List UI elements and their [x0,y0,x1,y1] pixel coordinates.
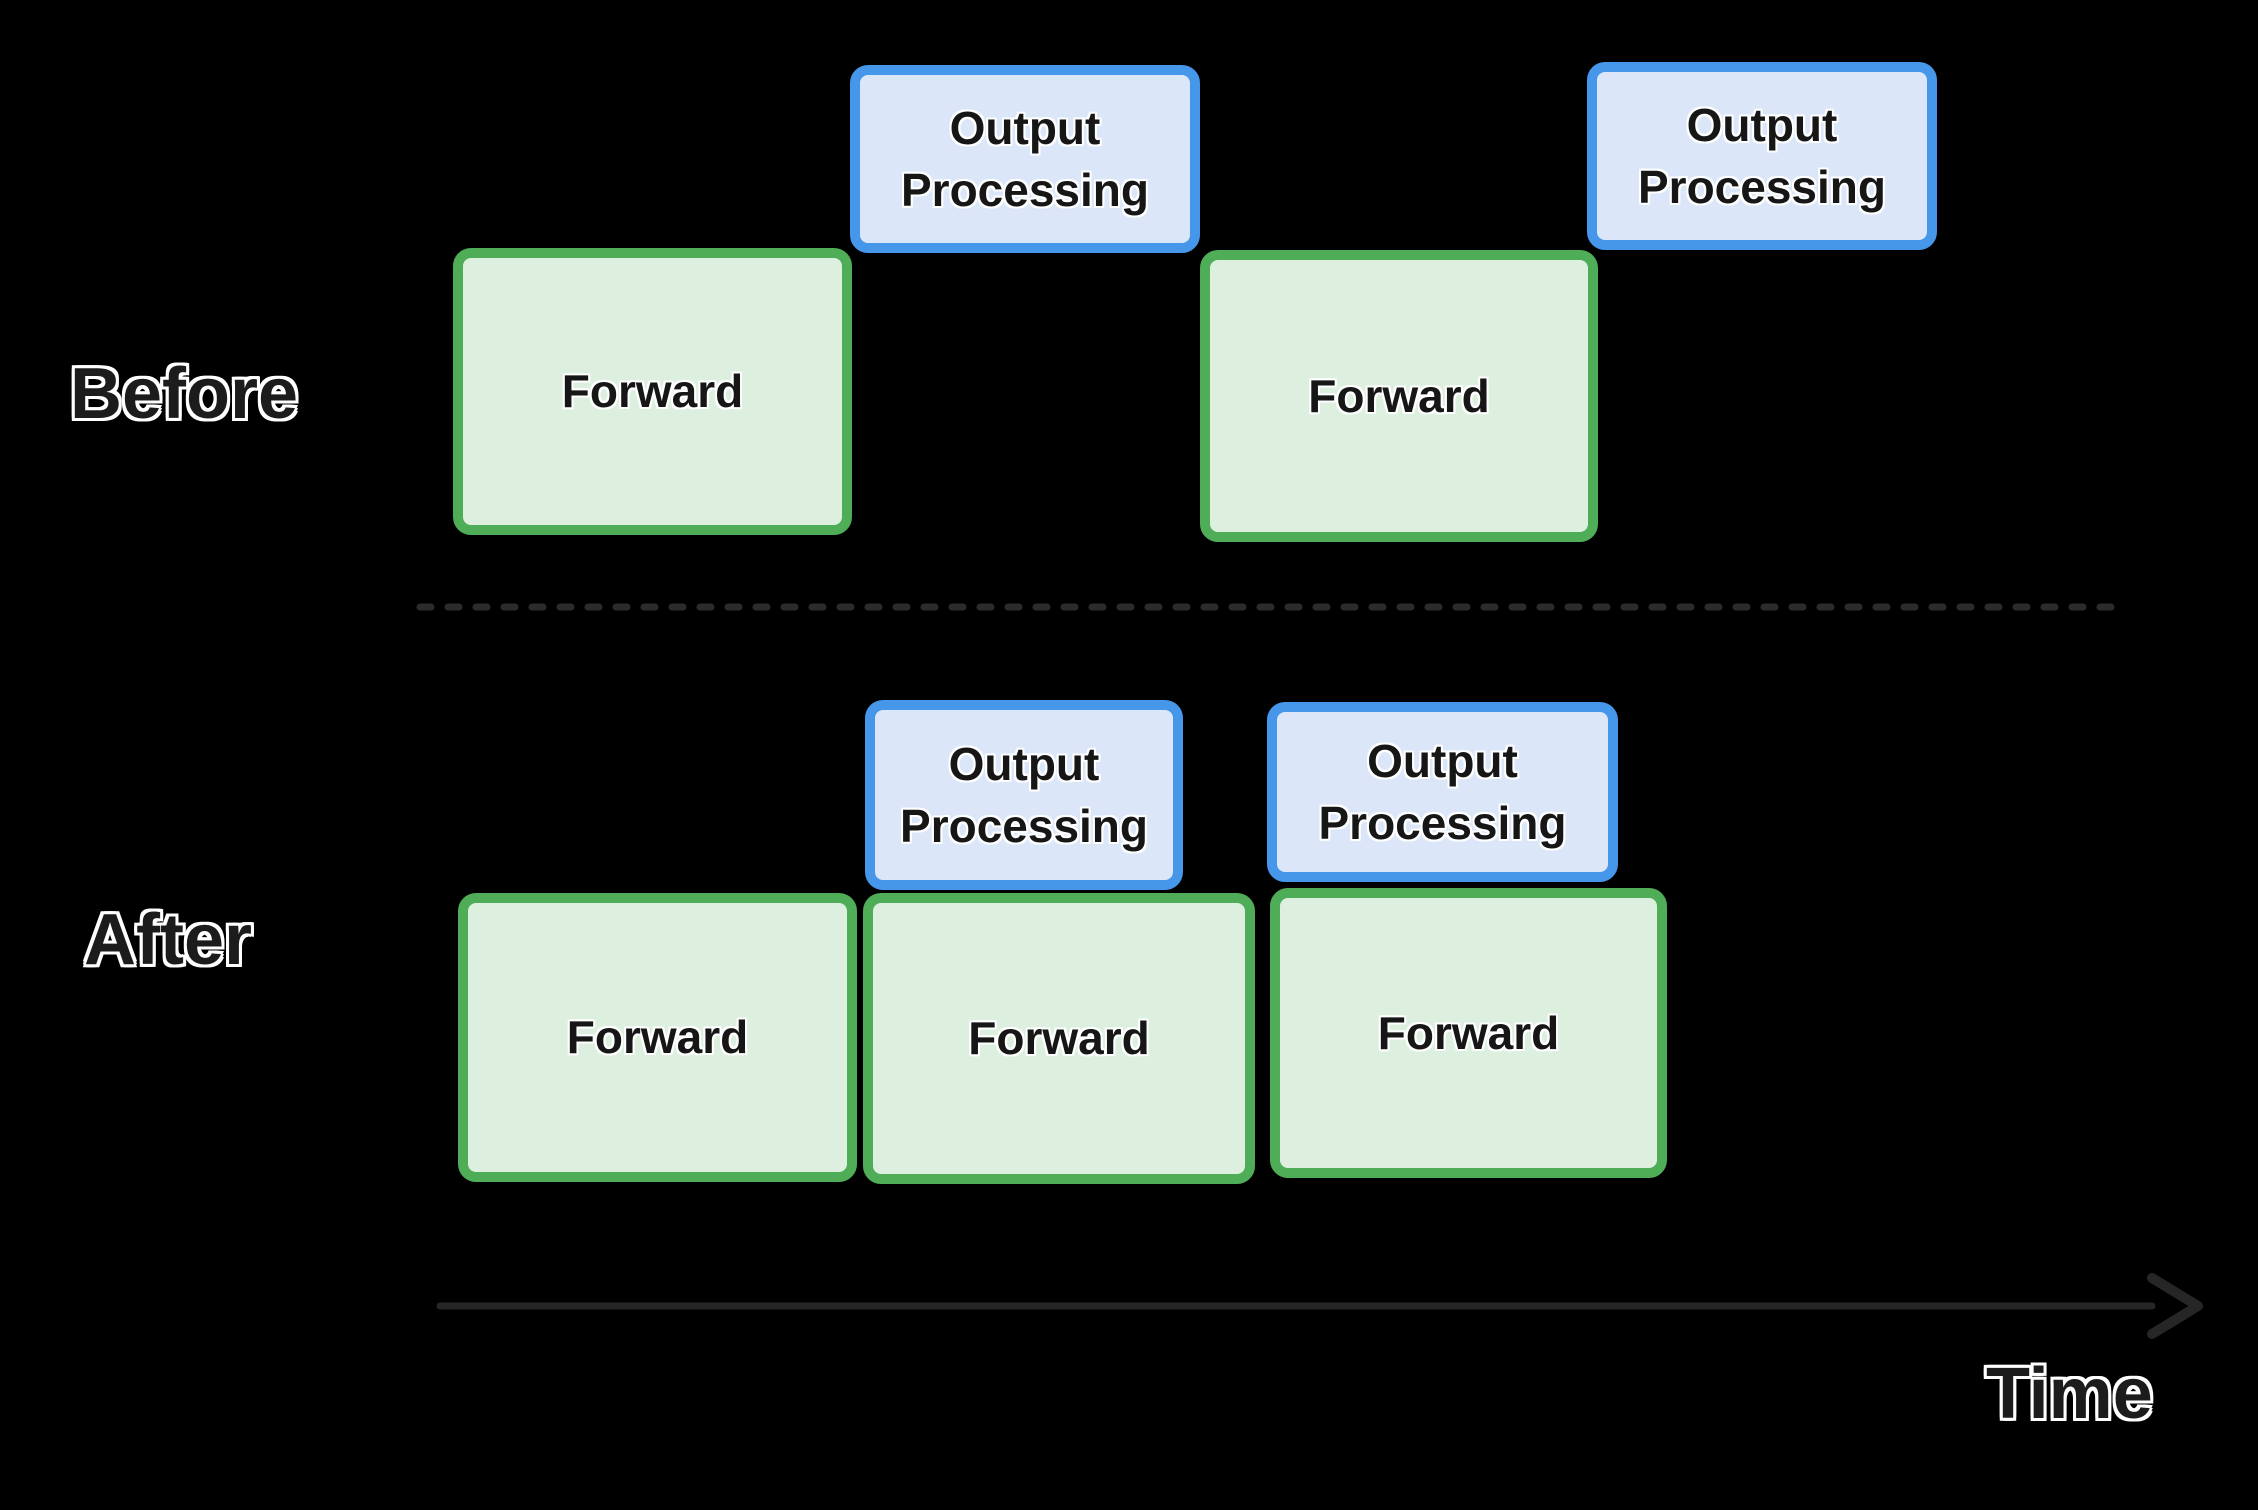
forward-box-label: Forward [1377,1006,1560,1059]
before-forward-box: Forward [453,248,852,535]
after-forward-box: Forward [863,893,1255,1184]
before-row-label: Before [70,354,299,434]
output-box-label: Output Processing [1638,98,1886,213]
before-output-box: Output Processing [850,65,1200,253]
before-output-box: Output Processing [1587,62,1937,250]
after-output-box: Output Processing [865,700,1183,890]
before-forward-box: Forward [1200,250,1598,542]
forward-box-label: Forward [968,1012,1150,1065]
after-forward-box: Forward [458,893,857,1182]
forward-box-label: Forward [566,1011,749,1064]
after-output-box: Output Processing [1267,702,1618,882]
output-box-label: Output Processing [901,101,1149,216]
time-axis-arrow [436,1273,2203,1339]
forward-box-label: Forward [1308,369,1490,422]
output-box-label: Output Processing [900,737,1149,852]
forward-box-label: Forward [561,365,744,418]
time-axis-arrowhead-icon [2147,1273,2203,1339]
time-axis-label: Time [1986,1354,2153,1434]
after-forward-box: Forward [1270,888,1667,1178]
output-box-label: Output Processing [1318,734,1567,849]
after-row-label: After [84,900,253,980]
